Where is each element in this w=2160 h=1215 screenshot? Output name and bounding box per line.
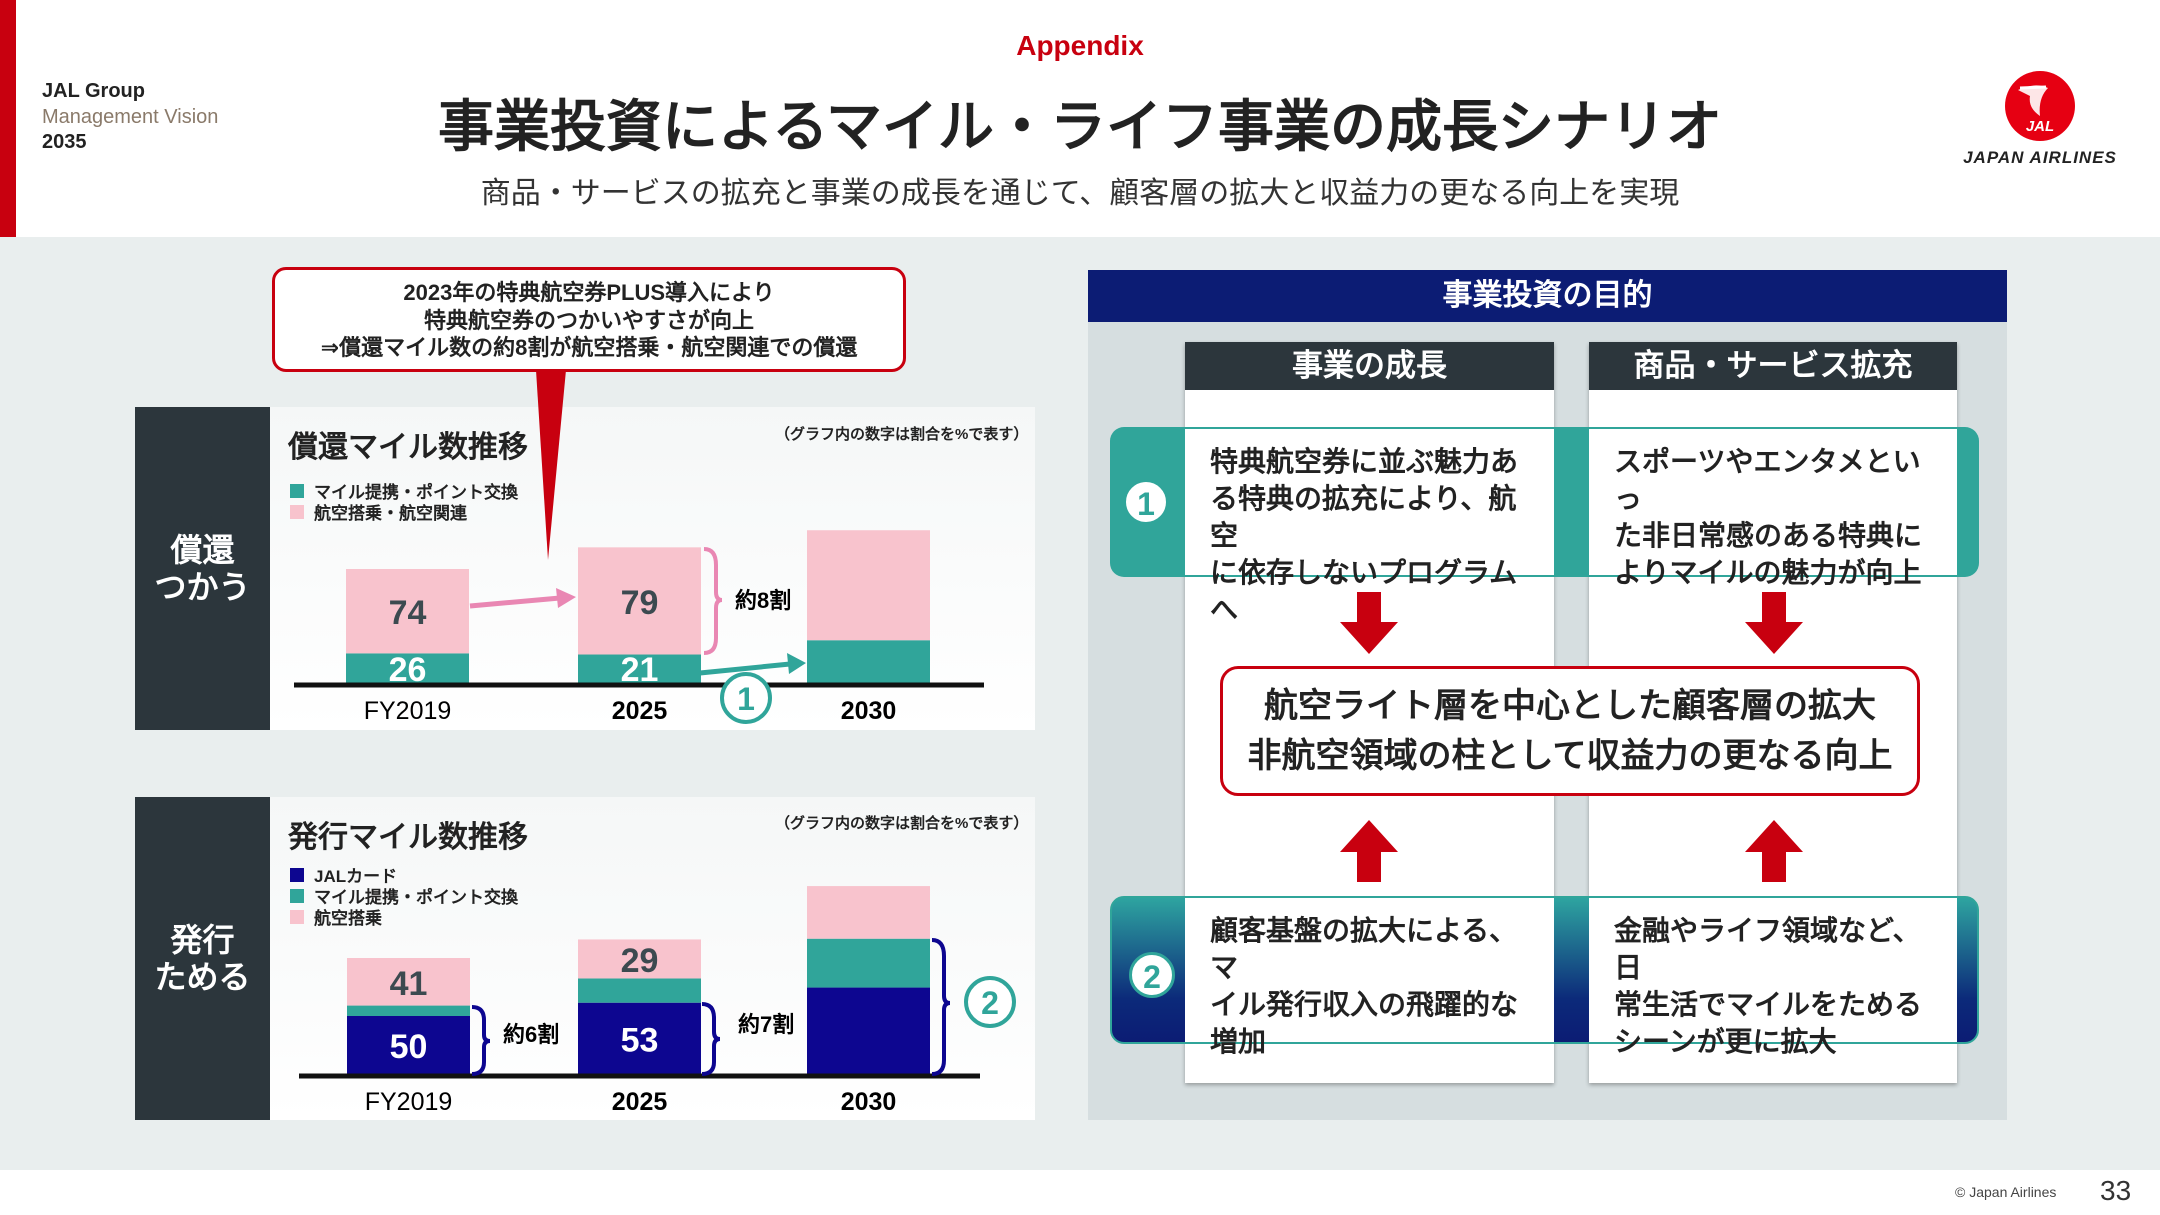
column-header: 商品・サービス拡充	[1589, 342, 1957, 390]
jal-crane-logo-icon: JAL	[2005, 71, 2075, 141]
page-number: 33	[2100, 1175, 2132, 1206]
teal-arrow-head	[787, 653, 806, 674]
page-subtitle: 商品・サービスの拡充と事業の成長を通じて、顧客層の拡大と収益力の更なる向上を実現	[480, 177, 1680, 210]
side-label-line: つかう	[154, 568, 251, 605]
group-label: JAL Group	[42, 80, 145, 102]
goal-box: 航空ライト層を中心とした顧客層の拡大 非航空領域の柱として収益力の更なる向上	[1220, 666, 1920, 796]
category-label: FY2019	[365, 1088, 453, 1116]
marker-1-label: 1	[737, 681, 755, 717]
legend-item: 航空搭乗	[290, 904, 382, 929]
bar-segment	[578, 1002, 701, 1074]
legend-item: 航空搭乗・航空関連	[290, 499, 467, 524]
brace	[703, 547, 723, 655]
bar-segment	[347, 1016, 470, 1074]
marker-2	[964, 976, 1016, 1028]
data-label: 29	[621, 942, 659, 980]
bar-segment	[807, 530, 930, 641]
row-2-cell: 金融やライフ領域など、日常生活でマイルをためるシーンが更に拡大	[1589, 896, 1957, 1057]
page-title: 事業投資によるマイル・ライフ事業の成長シナリオ	[437, 95, 1723, 158]
bar-segment	[807, 938, 930, 988]
goal-line: 非航空領域の柱として収益力の更なる向上	[1247, 737, 1893, 775]
chart-note: （グラフ内の数字は割合を%で表す）	[775, 426, 1029, 443]
data-label: 74	[389, 594, 427, 632]
row-2-cell: 顧客基盤の拡大による、マイル発行収入の飛躍的な増加	[1185, 896, 1554, 1057]
row-1-number: 1	[1123, 479, 1169, 525]
marker-1	[720, 672, 772, 724]
vision-label: Management Vision	[42, 106, 219, 128]
bar-segment	[578, 978, 701, 1003]
teal-arrow	[699, 661, 791, 676]
brace-label: 約6割	[503, 1022, 559, 1047]
svg-text:JAL: JAL	[2026, 118, 2054, 135]
bar-segment	[578, 547, 701, 655]
logo-wordmark: JAPAN AIRLINES	[1963, 148, 2117, 167]
category-label: FY2019	[364, 697, 452, 725]
marker-2-label: 2	[981, 985, 999, 1021]
category-label: 2030	[841, 697, 897, 725]
arrow-down-icon	[1340, 592, 1398, 654]
year-label: 2035	[42, 131, 87, 153]
arrow-up-icon	[1340, 820, 1398, 882]
arrow-down-icon	[1745, 592, 1803, 654]
brace-label: 約7割	[738, 1012, 794, 1037]
brace	[701, 1002, 721, 1076]
category-label: 2030	[841, 1088, 897, 1116]
side-label-line: 発行	[170, 921, 235, 958]
brace	[471, 1005, 491, 1076]
side-label-line: ためる	[154, 958, 251, 995]
column-header: 事業の成長	[1185, 342, 1554, 390]
bar-segment	[346, 569, 469, 654]
bar-segment	[347, 958, 470, 1006]
callout-line: 2023年の特典航空券PLUS導入により	[403, 280, 775, 305]
purpose-header: 事業投資の目的	[1088, 270, 2007, 322]
data-label: 50	[390, 1028, 428, 1066]
bar-segment	[578, 939, 701, 979]
row-1-cell: スポーツやエンタメといった非日常感のある特典によりマイルの魅力が向上	[1589, 427, 1957, 588]
row-2-number: 2	[1129, 952, 1175, 998]
data-label: 41	[390, 965, 428, 1003]
brace	[931, 938, 951, 1076]
chart-title: 発行マイル数推移	[288, 821, 528, 854]
row-1-cell: 特典航空券に並ぶ魅力ある特典の拡充により、航空に依存しないプログラムへ	[1185, 427, 1554, 625]
pink-arrow-head	[556, 588, 576, 608]
section-label: Appendix	[1016, 30, 1144, 61]
callout-box: 2023年の特典航空券PLUS導入により 特典航空券のつかいやすさが向上 ⇒償還…	[272, 267, 906, 372]
redeem-side-label: 償還 つかう	[135, 407, 270, 730]
legend-item: マイル提携・ポイント交換	[290, 883, 518, 908]
legend-item: JALカード	[290, 862, 397, 887]
bar-segment	[807, 987, 930, 1074]
pink-arrow	[469, 595, 561, 609]
bar-segment	[578, 654, 701, 683]
accent-bar	[0, 0, 16, 237]
copyright: © Japan Airlines	[1955, 1184, 2057, 1200]
callout-line: 特典航空券のつかいやすさが向上	[423, 307, 754, 333]
bar-segment	[347, 1005, 470, 1016]
bar-segment	[807, 886, 930, 939]
callout-pointer	[536, 370, 566, 560]
callout-line: ⇒償還マイル数の約8割が航空搭乗・航空関連での償還	[320, 335, 858, 360]
category-label: 2025	[612, 1088, 668, 1116]
goal-line: 航空ライト層を中心とした顧客層の拡大	[1264, 687, 1876, 725]
chart-note: （グラフ内の数字は割合を%で表す）	[775, 815, 1029, 832]
data-label: 79	[621, 584, 659, 622]
legend-item: マイル提携・ポイント交換	[290, 478, 518, 503]
brace-label: 約8割	[735, 588, 791, 613]
category-label: 2025	[612, 697, 668, 725]
bar-segment	[346, 653, 469, 683]
side-label-line: 償還	[170, 531, 235, 568]
data-label: 53	[621, 1021, 659, 1059]
bar-segment	[807, 640, 930, 683]
chart-title: 償還マイル数推移	[288, 431, 528, 464]
arrow-up-icon	[1745, 820, 1803, 882]
earn-side-label: 発行 ためる	[135, 797, 270, 1120]
